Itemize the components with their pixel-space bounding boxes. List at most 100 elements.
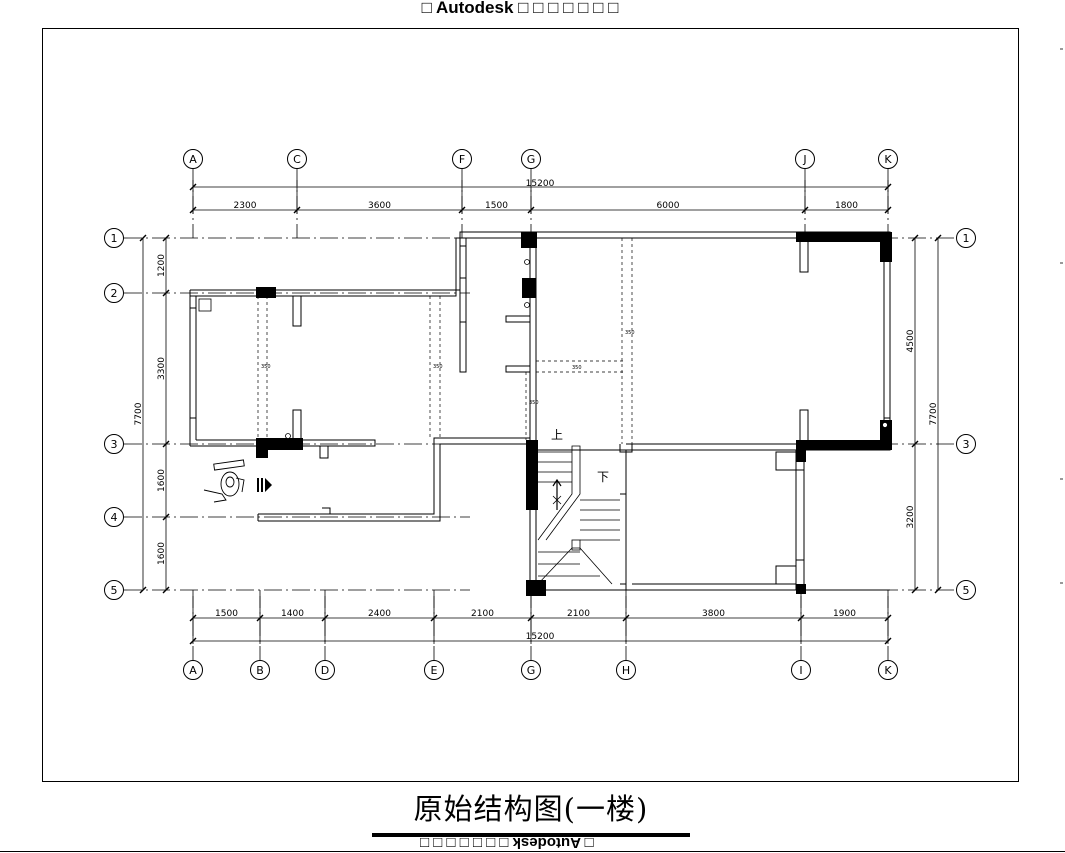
wall-segment [459, 238, 467, 373]
wall-segment [536, 237, 885, 445]
axis-bubble-bottom-label: I [799, 664, 802, 677]
edge-tick [1060, 478, 1063, 480]
beam-label: 350 [529, 400, 539, 406]
axis-bubble-top [878, 149, 898, 169]
window-seg [459, 245, 467, 279]
axis-bubble-left [104, 507, 124, 527]
column [880, 232, 892, 262]
dim-tick [162, 586, 170, 594]
dimension-label: 1500 [215, 609, 238, 619]
column [526, 580, 546, 596]
bottom-rule [0, 851, 1065, 852]
axis-bubble-bottom [250, 660, 270, 680]
axis-bubble-bottom [616, 660, 636, 680]
axis-bubble-bottom [183, 660, 203, 680]
axis-bubble-bottom [791, 660, 811, 680]
wall-segment [319, 446, 329, 459]
axis-bubble-top [795, 149, 815, 169]
dim-tick [162, 513, 170, 521]
axis-bubble-top-label: K [884, 153, 892, 166]
beam-label: 350 [261, 364, 271, 370]
axis-bubble-bottom-label: D [321, 664, 329, 677]
column [526, 440, 538, 510]
wall-segment [505, 365, 531, 373]
dim-tick [162, 289, 170, 297]
stair-post [571, 539, 581, 551]
axis-bubble-left [104, 283, 124, 303]
column [796, 232, 890, 242]
dimension-label: 2100 [567, 609, 590, 619]
wall-segment [619, 444, 633, 453]
axis-bubble-left-label: 1 [111, 232, 118, 245]
axis-bubble-left-label: 3 [111, 438, 118, 451]
axis-bubble-bottom [521, 660, 541, 680]
edge-tick [1060, 48, 1063, 50]
edge-tick [1060, 582, 1063, 584]
axis-bubble-top-label: G [527, 153, 536, 166]
dimension-label: 1200 [157, 254, 167, 277]
axis-bubble-top [287, 149, 307, 169]
window-left [189, 307, 197, 419]
person-figure-icon [203, 459, 245, 503]
title-underline [372, 833, 690, 837]
dim-tick [189, 637, 197, 645]
dimension-label: 15200 [526, 632, 555, 642]
wall-segment [459, 296, 467, 323]
stair-treads [538, 451, 620, 577]
axis-bubble-left-label: 2 [111, 287, 118, 300]
wall-segment [625, 450, 890, 591]
dim-tick [139, 586, 147, 594]
axis-bubble-top-label: A [189, 153, 197, 166]
entrance-marker [257, 478, 272, 492]
wall-segment [799, 238, 809, 273]
corner-fixture [198, 298, 212, 312]
axis-bubble-right [956, 580, 976, 600]
wall-segment [190, 237, 530, 297]
dimension-lines [139, 180, 942, 645]
dim-tick [139, 234, 147, 242]
wall-segment [190, 231, 530, 291]
column [521, 232, 537, 248]
axis-bubble-top [183, 149, 203, 169]
wall-segment [505, 315, 531, 323]
dimension-label: 1900 [833, 609, 856, 619]
window-right [883, 259, 891, 419]
stair-landing [537, 547, 613, 585]
axis-bubble-right-label: 1 [963, 232, 970, 245]
axis-bubble-bottom-label: G [527, 664, 536, 677]
dim-tick [911, 586, 919, 594]
edge-tick [1060, 262, 1063, 264]
column-box [775, 451, 797, 471]
axis-bubble-bottom [878, 660, 898, 680]
stair-down-label: 下 [597, 470, 609, 484]
dimension-label: 2300 [234, 201, 257, 211]
wall-segment [795, 450, 805, 591]
axis-bubble-right [956, 228, 976, 248]
dimension-label: 3800 [702, 609, 725, 619]
pipe [524, 259, 530, 265]
wall-segment [799, 409, 809, 444]
axis-bubble-bottom-label: B [256, 664, 264, 677]
dimension-label: 7700 [134, 402, 144, 425]
dimension-label: 1600 [157, 469, 167, 492]
pipe [285, 433, 291, 439]
dim-tick [884, 637, 892, 645]
stair-arrow [552, 478, 562, 510]
dim-tick [162, 234, 170, 242]
axis-bubble-bottom [315, 660, 335, 680]
column [796, 584, 806, 594]
axis-bubble-top-label: F [459, 153, 465, 166]
axis-bubble-right-label: 3 [963, 438, 970, 451]
axis-bubble-right-label: 5 [963, 584, 970, 597]
beam-label: 350 [625, 330, 635, 336]
axis-bubble-bottom [424, 660, 444, 680]
dim-tick [911, 440, 919, 448]
axis-bubble-top-label: C [293, 153, 301, 166]
stair [537, 445, 620, 585]
wall-segment [258, 443, 530, 522]
column [796, 440, 892, 450]
axis-bubble-left-label: 5 [111, 584, 118, 597]
dimension-label: 1500 [485, 201, 508, 211]
